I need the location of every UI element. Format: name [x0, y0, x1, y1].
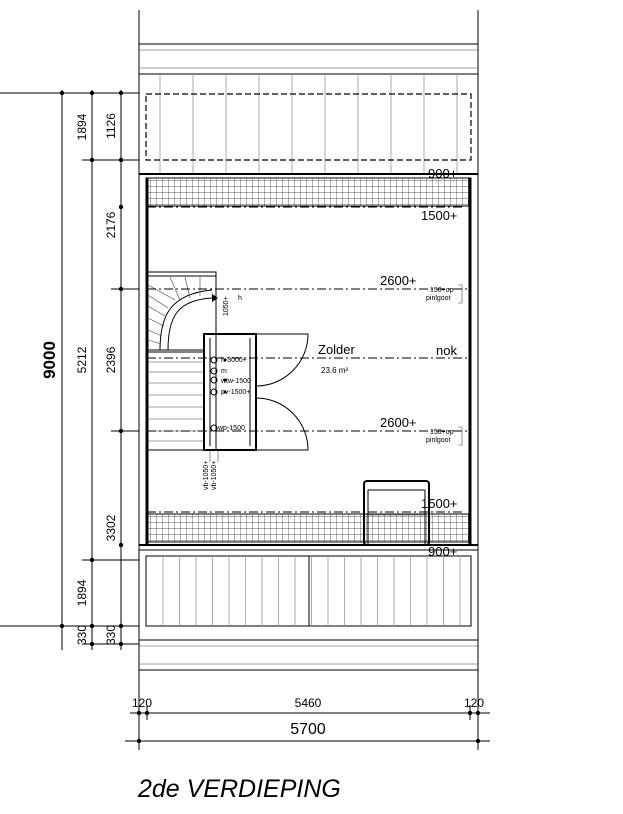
gutter-label-top-1: 150+op: [430, 287, 454, 294]
dim-2396: 2396: [104, 346, 118, 373]
fixture-g: vb-1050+: [211, 461, 218, 490]
level-900-top: 900+: [428, 166, 457, 181]
bottom-dimension-lines: [125, 690, 490, 750]
level-2600-top: 2600+: [380, 273, 417, 288]
left-dimension-ticks: [59, 90, 124, 647]
room-area: 23.6 m²: [321, 366, 348, 375]
fixture-1050: 1050+: [223, 296, 230, 316]
fixture-h: h: [238, 295, 242, 302]
fixture-c: wtw-1500: [220, 378, 251, 385]
dim-1894-top: 1894: [75, 113, 89, 140]
dim-120-right: 120: [464, 696, 484, 710]
top-gutter-band: [145, 177, 472, 207]
top-roof-panel: [138, 73, 479, 175]
dim-3302: 3302: [104, 514, 118, 541]
attic-walls: [139, 178, 478, 551]
dim-total-9000: 9000: [40, 341, 59, 379]
dim-5460: 5460: [295, 696, 322, 710]
level-1500-bottom: 1500+: [421, 496, 458, 511]
staircase: [147, 271, 218, 451]
fixture-e: wp-1500: [217, 425, 245, 432]
fixture-a: h-3000+: [221, 357, 247, 364]
bottom-dimension-ticks: [136, 710, 481, 744]
gutter-label-bottom-2: pinlgoot: [426, 437, 451, 444]
dim-330-col2: 330: [104, 625, 118, 645]
dim-1126: 1126: [104, 113, 118, 139]
level-1500-top: 1500+: [421, 208, 458, 223]
level-nok: nok: [436, 343, 457, 358]
fixture-b: m: [221, 368, 227, 375]
bottom-gutter-band: [145, 513, 472, 543]
fixture-f: vb-1050+: [203, 461, 210, 490]
dim-330-col1: 330: [75, 625, 89, 645]
dim-120-left: 120: [132, 696, 152, 710]
dim-1894-bottom: 1894: [75, 579, 89, 606]
level-2600-bottom: 2600+: [380, 415, 417, 430]
level-900-bottom: 900+: [428, 544, 457, 559]
fixture-d: pv-1500+: [221, 389, 250, 396]
dim-2176: 2176: [104, 211, 118, 238]
utility-cabinet: [203, 333, 257, 451]
doors: [255, 333, 309, 451]
bottom-roof-panel: [138, 549, 479, 641]
level-lines: [139, 173, 470, 546]
dim-total-5700: 5700: [290, 721, 326, 738]
gutter-label-top-2: pinlgoot: [426, 295, 451, 302]
room-name: Zolder: [318, 342, 356, 357]
drawing-caption: 2de VERDIEPING: [138, 775, 341, 803]
dim-5212: 5212: [75, 346, 89, 373]
left-dimension-lines: [0, 90, 139, 650]
gutter-label-bottom-1: 150+op: [430, 429, 454, 436]
